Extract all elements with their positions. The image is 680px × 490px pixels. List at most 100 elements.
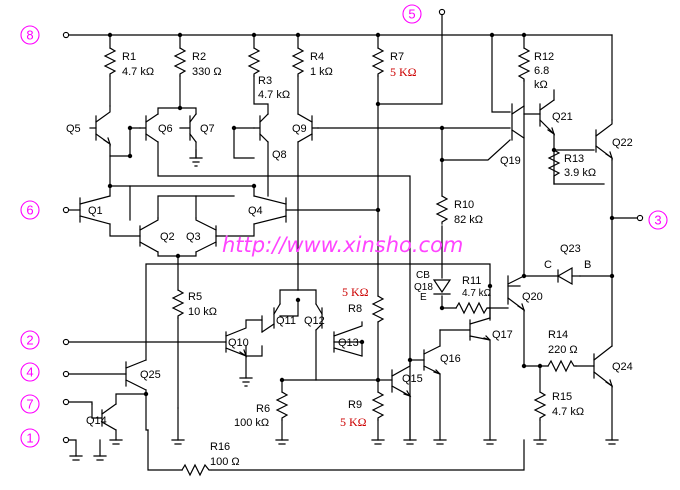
- resistor-labels: R1 4.7 kΩ R2 330 Ω R3 4.7 kΩ R4 1 kΩ R7 …: [122, 51, 596, 468]
- R3-value: 4.7 kΩ: [258, 89, 290, 101]
- R16-value: 100 Ω: [210, 456, 240, 468]
- ground-icon: [93, 455, 107, 461]
- Q11-symbol: [261, 303, 281, 333]
- pin-3: 3: [648, 210, 668, 230]
- Q9-symbol: [297, 113, 319, 143]
- R8-value: 5 KΩ: [342, 285, 369, 299]
- pin-6: 6: [20, 200, 40, 220]
- Q6-label: Q6: [158, 123, 173, 135]
- Q16-symbol: [423, 345, 441, 375]
- Q1-symbol: [79, 195, 111, 225]
- R15-symbol: [533, 391, 547, 421]
- R9-symbol: [371, 391, 385, 421]
- Q6-symbol: [139, 113, 159, 143]
- ground-icon: [403, 439, 417, 445]
- R10-symbol: [435, 195, 449, 225]
- Q14-label: Q14: [86, 415, 107, 427]
- Q5-symbol: [95, 105, 112, 147]
- Q9-label: Q9: [292, 123, 307, 135]
- R13-symbol: [547, 149, 561, 185]
- Q15-label: Q15: [402, 373, 423, 385]
- pin-labels: 8 5 6 3 2 4 7 1: [20, 4, 668, 448]
- R7-name: R7: [390, 51, 404, 63]
- transistor-labels: Q5 Q6 Q7 Q8 Q9 Q19 Q21 Q22 Q1 Q2 Q3 Q4 Q…: [66, 111, 633, 427]
- ground-icon: [171, 439, 185, 445]
- R8-symbol: [371, 295, 385, 323]
- svg-text:5: 5: [408, 7, 415, 22]
- Q19-symbol: [511, 103, 525, 141]
- Q13-symbol: [333, 321, 363, 357]
- Q17-label: Q17: [492, 329, 513, 341]
- R9-name: R9: [348, 399, 362, 411]
- R5-name: R5: [188, 291, 202, 303]
- Q2-label: Q2: [160, 231, 175, 243]
- Q18-e-label: E: [420, 292, 427, 303]
- R12-name: R12: [534, 51, 554, 63]
- Q1-label: Q1: [88, 205, 103, 217]
- R6-value: 100 kΩ: [234, 417, 269, 429]
- Q5-label: Q5: [66, 123, 81, 135]
- Q12-label: Q12: [304, 315, 325, 327]
- wires: [65, 13, 641, 471]
- pin-8: 8: [20, 25, 40, 45]
- Q25-symbol: [125, 359, 147, 391]
- ground-icon: [239, 377, 253, 387]
- R4-value: 1 kΩ: [310, 66, 333, 78]
- R1-symbol: [103, 47, 117, 77]
- R10-value: 82 kΩ: [454, 214, 483, 226]
- Q10-label: Q10: [228, 337, 249, 349]
- Q8-label: Q8: [272, 149, 287, 161]
- transistor-symbols: [79, 99, 614, 431]
- svg-text:2: 2: [26, 333, 33, 348]
- Q24-label: Q24: [612, 361, 633, 373]
- pin-2: 2: [20, 330, 40, 350]
- R3-name: R3: [258, 75, 272, 87]
- Q25-label: Q25: [140, 369, 161, 381]
- Q13-label: Q13: [338, 337, 359, 349]
- ground-icon: [533, 439, 547, 445]
- ground-icon: [433, 439, 447, 445]
- Q7-label: Q7: [200, 123, 215, 135]
- Q21-label: Q21: [552, 111, 573, 123]
- ground-icon: [275, 439, 289, 445]
- R14-symbol: [547, 359, 577, 373]
- R1-value: 4.7 kΩ: [122, 66, 154, 78]
- R2-name: R2: [192, 51, 206, 63]
- Q19-label: Q19: [500, 155, 521, 167]
- R14-value: 220 Ω: [548, 344, 578, 356]
- R6-name: R6: [256, 403, 270, 415]
- Q23-label: Q23: [560, 243, 581, 255]
- R9-value: 5 KΩ: [340, 415, 367, 429]
- R5-symbol: [171, 289, 185, 319]
- Q22-label: Q22: [612, 137, 633, 149]
- pin-1: 1: [20, 428, 40, 448]
- R15-value: 4.7 kΩ: [552, 406, 584, 418]
- pin-7: 7: [20, 394, 40, 414]
- R16-name: R16: [210, 441, 230, 453]
- ground-icon: [371, 439, 385, 445]
- Q8-symbol: [253, 113, 269, 143]
- watermark-text: http://www.xinsho.com: [222, 233, 463, 257]
- R12-unit: kΩ: [534, 79, 548, 91]
- Q3-symbol: [195, 217, 217, 253]
- R4-symbol: [291, 47, 305, 77]
- ground-symbols: [69, 149, 619, 461]
- svg-text:4: 4: [26, 365, 33, 380]
- Q20-label: Q20: [522, 291, 543, 303]
- ground-icon: [109, 439, 123, 445]
- R7-symbol: [371, 47, 385, 77]
- Q12-symbol: [315, 303, 323, 331]
- R16-symbol: [181, 463, 212, 477]
- ground-icon: [483, 439, 497, 445]
- R10-name: R10: [454, 199, 474, 211]
- Q4-label: Q4: [248, 205, 263, 217]
- R14-name: R14: [548, 329, 568, 341]
- R11-name: R11: [462, 275, 481, 287]
- R1-name: R1: [122, 51, 136, 63]
- Q3-label: Q3: [186, 231, 201, 243]
- terminals: [62, 8, 644, 444]
- svg-text:1: 1: [26, 431, 33, 446]
- ground-icon: [189, 149, 203, 167]
- R4-name: R4: [310, 51, 324, 63]
